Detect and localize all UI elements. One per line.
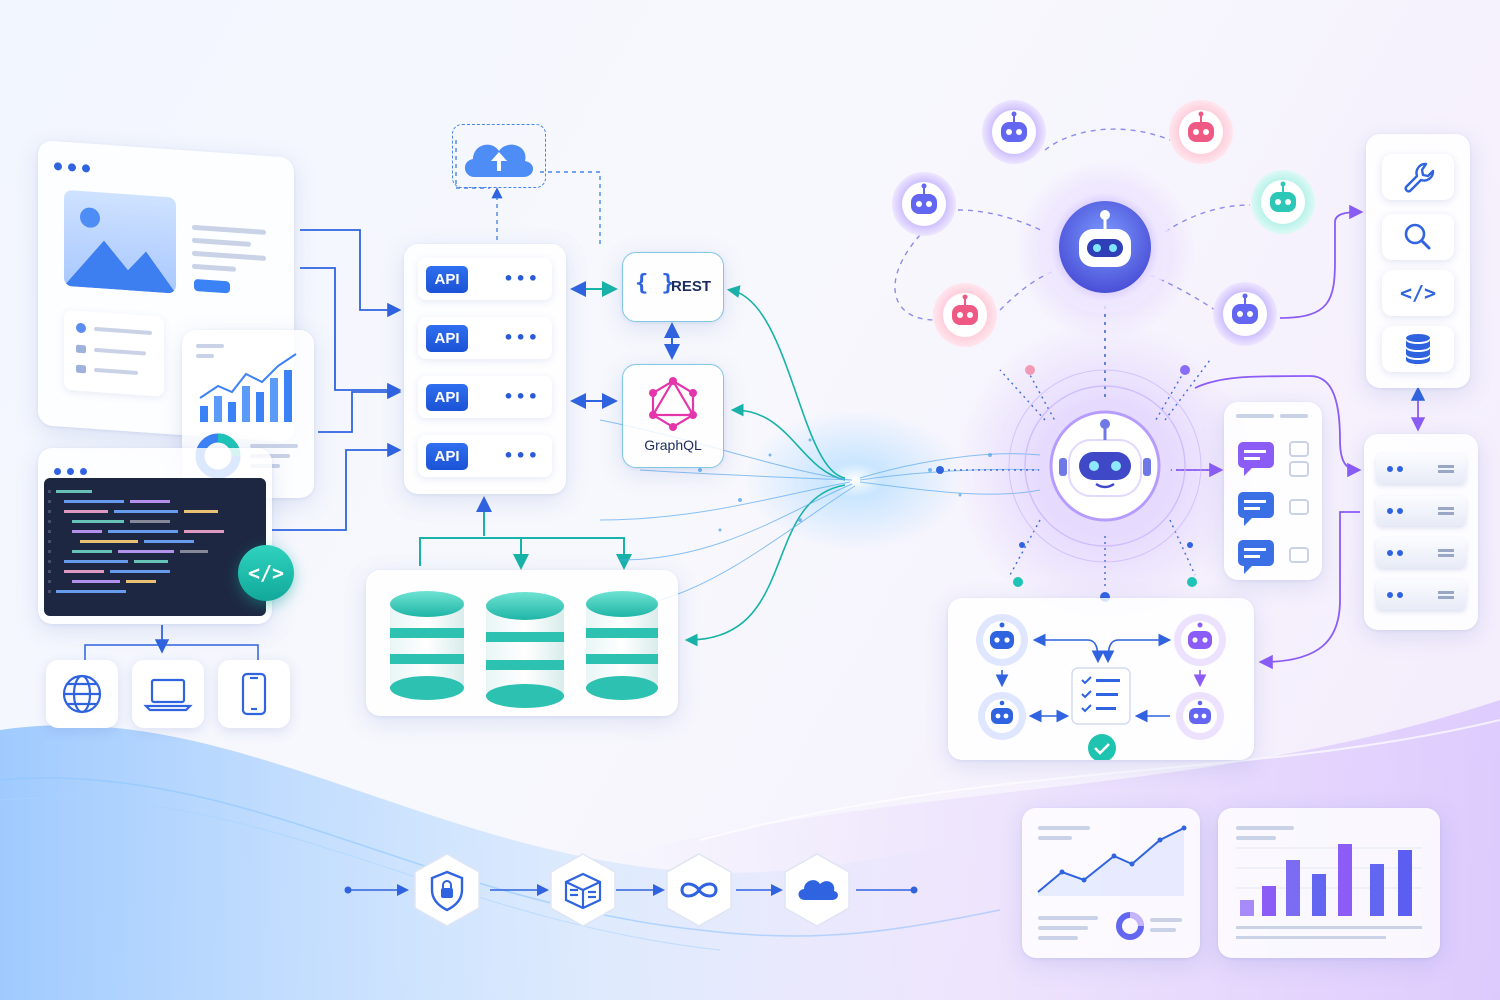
api-badge: API [426, 443, 468, 470]
robot-hub-icon [1008, 369, 1202, 563]
pipeline-security[interactable] [412, 852, 482, 928]
pipeline-package[interactable] [548, 852, 618, 928]
rest-label: REST [671, 278, 712, 295]
laptop-icon [143, 678, 193, 712]
cloud-icon [798, 880, 838, 900]
web-page-window [38, 140, 294, 443]
robot-agent-icon [978, 692, 1026, 740]
robot-agent-icon [1213, 282, 1277, 346]
tool-wrench[interactable] [1382, 154, 1454, 200]
package-icon [564, 872, 602, 910]
code-area [44, 478, 266, 616]
tools-panel: </> [1366, 134, 1470, 388]
rest-node[interactable]: { } REST [622, 252, 724, 322]
api-badge: API [426, 325, 468, 352]
code-badge-icon[interactable]: </> [238, 545, 294, 601]
more-horizontal-icon[interactable]: ••• [503, 387, 540, 406]
database-icon [1406, 334, 1430, 364]
bar-chart-icon [1236, 826, 1422, 939]
api-endpoint-row[interactable]: API ••• [418, 258, 552, 300]
line-chart-card [1022, 808, 1200, 958]
robot-agent-icon [1176, 692, 1224, 740]
globe-icon [62, 674, 102, 714]
cloud-upload[interactable] [452, 124, 546, 188]
device-mobile[interactable] [218, 660, 290, 728]
tool-search[interactable] [1382, 214, 1454, 260]
api-badge: API [426, 384, 468, 411]
code-editor-window [38, 448, 272, 624]
server-unit[interactable] [1376, 580, 1466, 610]
robot-agent-icon [982, 100, 1046, 164]
curly-braces-icon: { } [635, 271, 675, 296]
chat-messages-panel [1224, 402, 1322, 580]
window-controls [54, 460, 87, 479]
robot-orchestrator-icon [1039, 181, 1171, 313]
graphql-logo-icon [649, 377, 697, 431]
checklist-icon [1071, 667, 1131, 725]
more-horizontal-icon[interactable]: ••• [503, 269, 540, 288]
graphql-label: GraphQL [644, 437, 702, 453]
database-icon [390, 591, 464, 700]
chat-bubble-icon [1238, 492, 1274, 526]
pipeline-cloud[interactable] [782, 852, 852, 928]
api-badge: API [426, 266, 468, 293]
image-placeholder-icon [64, 189, 176, 294]
device-laptop[interactable] [132, 660, 204, 728]
tool-code[interactable]: </> [1382, 270, 1454, 316]
bar-chart-card [1218, 808, 1440, 958]
line-chart-icon [1037, 825, 1187, 940]
check-circle-icon [1088, 734, 1116, 762]
code-icon: </> [1399, 281, 1437, 305]
pipeline-continuous[interactable] [664, 852, 734, 928]
smartphone-icon [241, 672, 267, 716]
more-horizontal-icon[interactable]: ••• [503, 446, 540, 465]
api-endpoint-row[interactable]: API ••• [418, 435, 552, 477]
server-rack [1364, 434, 1478, 630]
robot-agent-icon [1174, 614, 1226, 666]
search-icon [1404, 223, 1431, 250]
database-cluster [366, 570, 678, 716]
more-horizontal-icon[interactable]: ••• [503, 328, 540, 347]
shield-lock-icon [430, 870, 464, 912]
chat-bubble-icon [1238, 442, 1274, 476]
chat-bubble-icon [1238, 540, 1274, 574]
robot-agent-icon [976, 614, 1028, 666]
wrench-icon [1404, 162, 1435, 193]
robot-agent-icon [892, 172, 956, 236]
server-unit[interactable] [1376, 454, 1466, 484]
device-web[interactable] [46, 660, 118, 728]
robot-agent-icon [1251, 170, 1315, 234]
database-icon [486, 592, 564, 708]
robot-agent-icon [1169, 100, 1233, 164]
api-endpoint-row[interactable]: API ••• [418, 376, 552, 418]
api-gateway-panel: API ••• API ••• API ••• API ••• [404, 244, 566, 494]
server-unit[interactable] [1376, 496, 1466, 526]
tool-database[interactable] [1382, 326, 1454, 372]
graphql-node[interactable]: GraphQL [622, 364, 724, 468]
api-endpoint-row[interactable]: API ••• [418, 317, 552, 359]
server-unit[interactable] [1376, 538, 1466, 568]
cloud-upload-icon [464, 144, 534, 177]
robot-agent-icon [933, 283, 997, 347]
database-icon [586, 591, 658, 700]
agent-workflow-panel [948, 598, 1254, 762]
infinity-icon [680, 882, 718, 898]
